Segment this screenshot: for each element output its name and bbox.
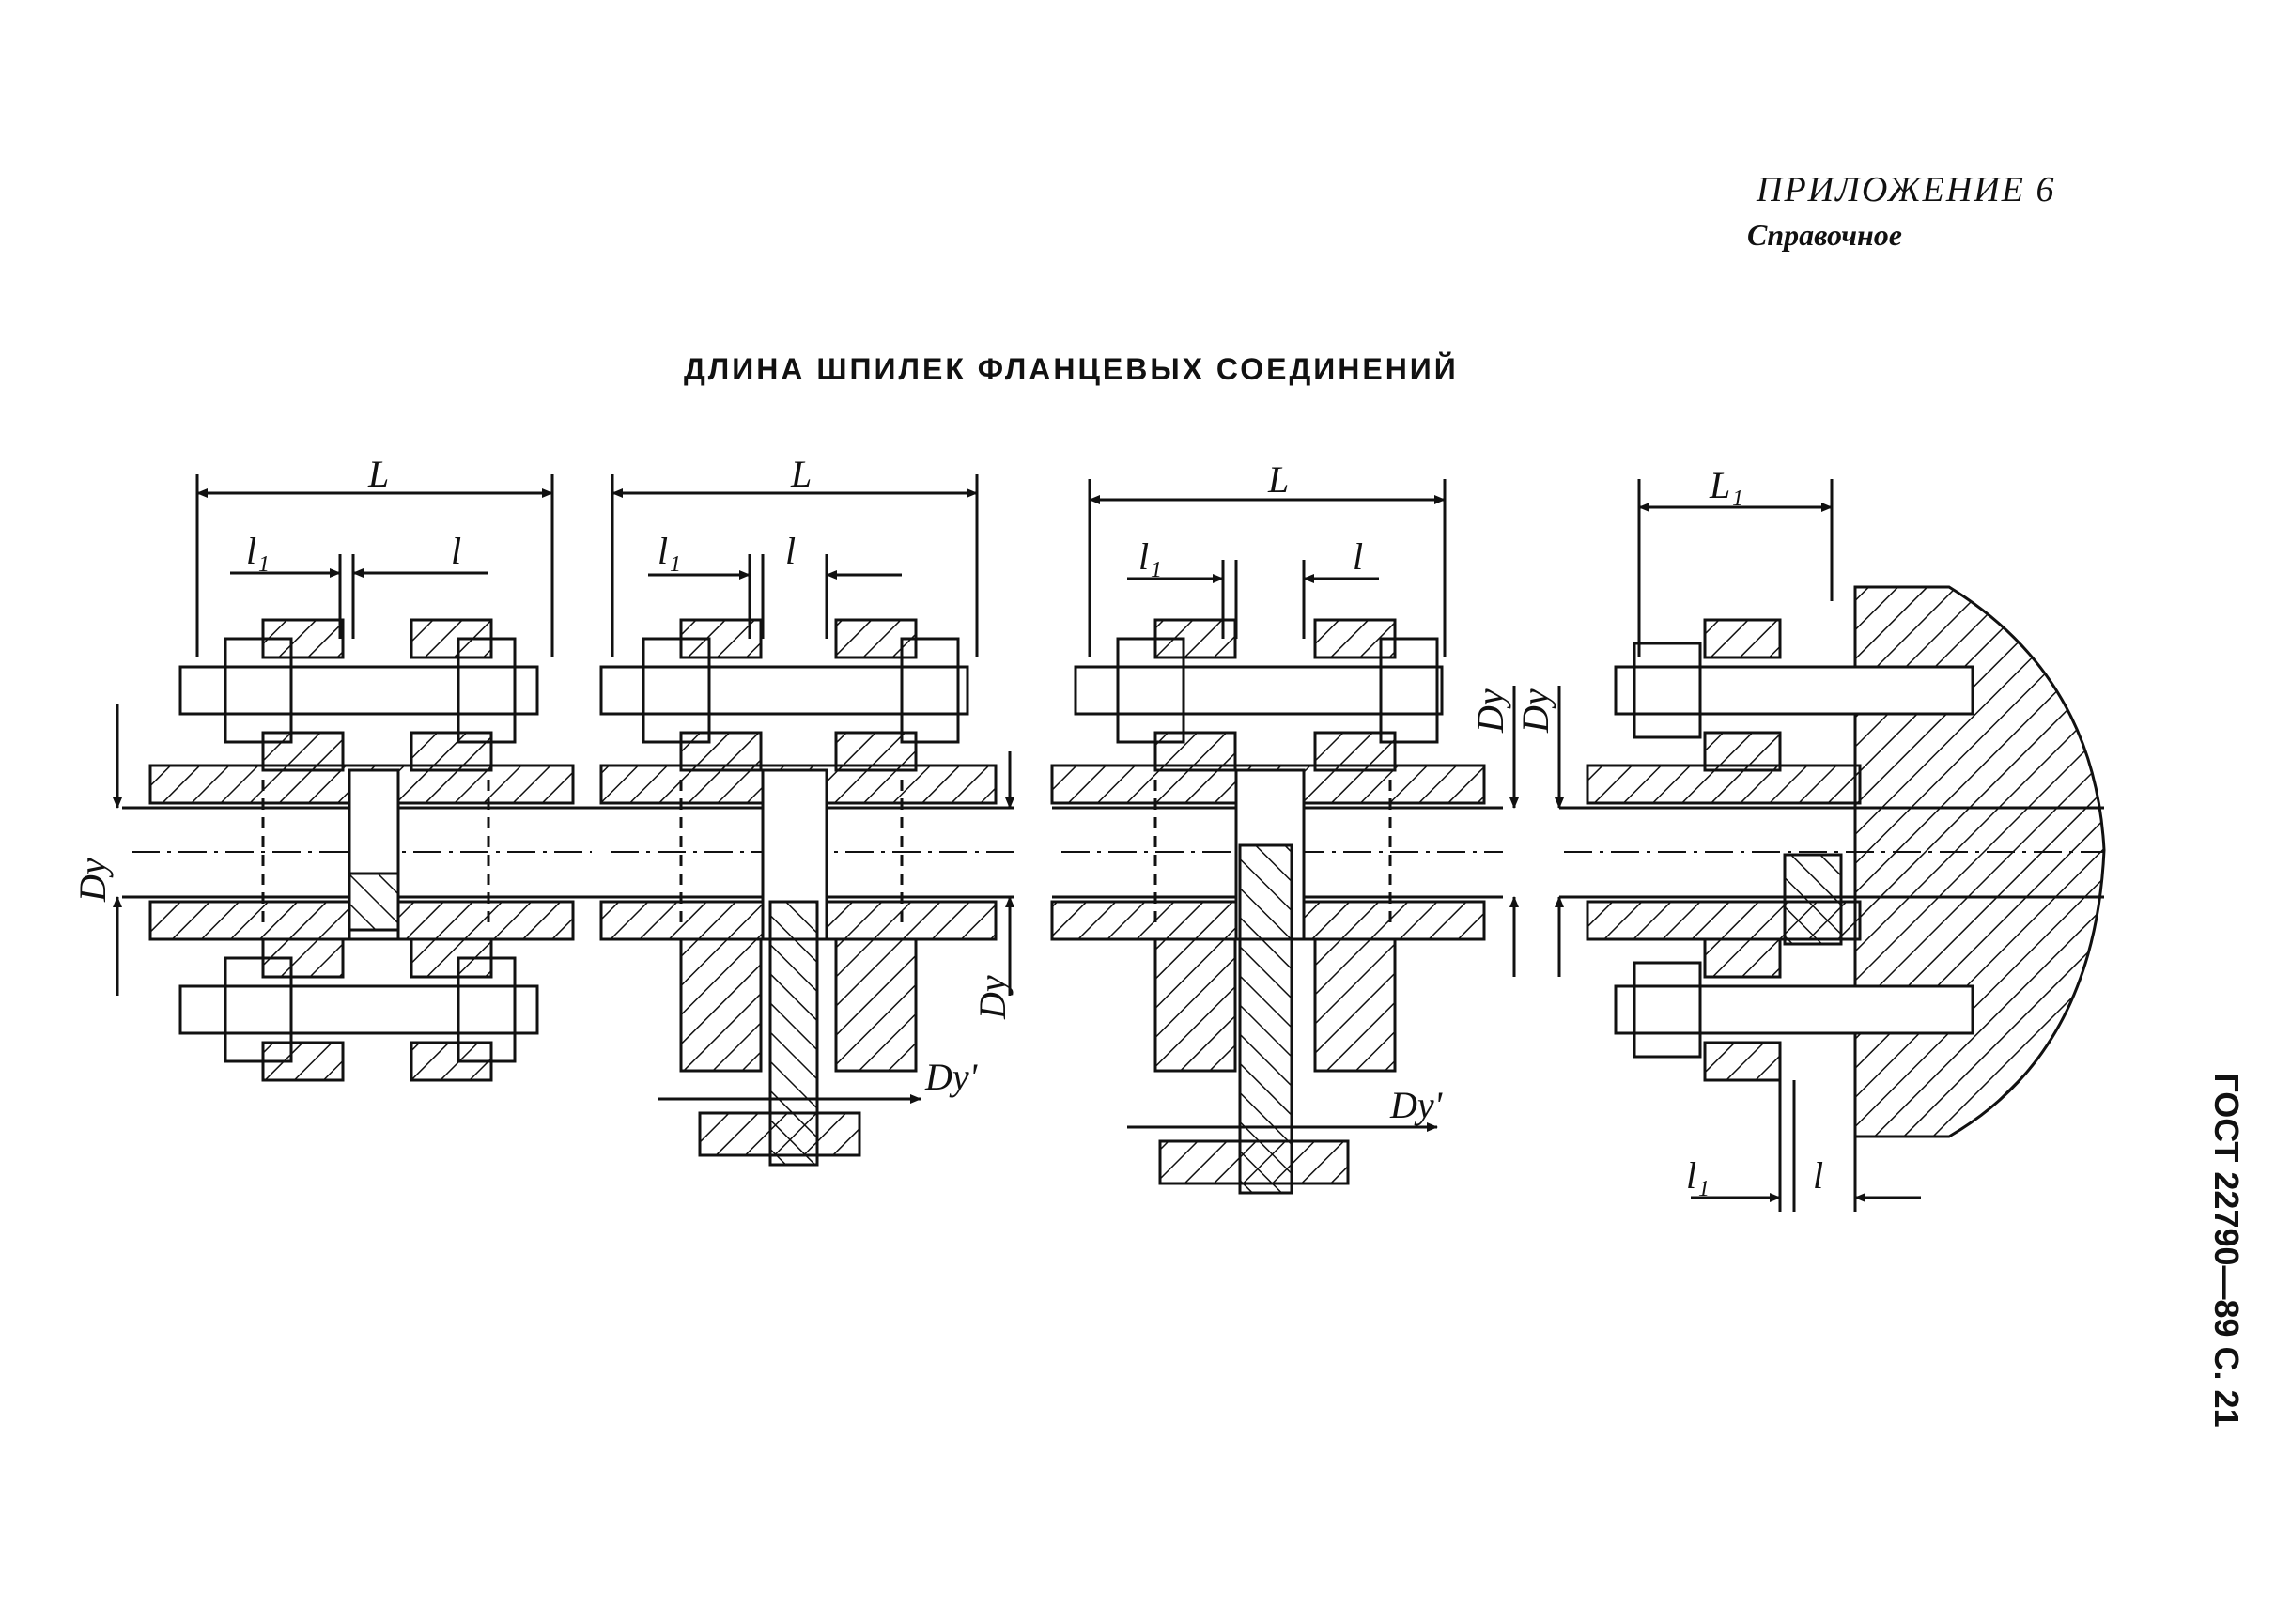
- appendix-header: ПРИЛОЖЕНИЕ 6 Справочное: [1747, 169, 2056, 253]
- view-2-with-plate: [599, 474, 1014, 1167]
- dim-L-view2: L: [790, 453, 812, 495]
- dim-Dy-view1: Dy: [71, 858, 114, 903]
- view-3-with-plate: [1050, 479, 1564, 1195]
- dim-l-view4: l: [1813, 1154, 1823, 1197]
- dim-l-view1: l: [451, 530, 461, 572]
- dim-l1-view2: l₁: [658, 530, 681, 572]
- dim-Dy-view3-a: Dy: [1469, 688, 1511, 734]
- appendix-kind: Справочное: [1747, 218, 1902, 252]
- dim-l-view3: l: [1353, 535, 1363, 578]
- appendix-label: ПРИЛОЖЕНИЕ 6: [1757, 170, 2056, 209]
- dim-Dy-prime-view2: Dy': [924, 1056, 979, 1098]
- dim-l1-view1: l₁: [246, 530, 270, 572]
- dim-Dy-view3-b: Dy: [1514, 688, 1556, 734]
- dim-Dy-prime-view3: Dy': [1389, 1084, 1444, 1126]
- dim-l1-view3: l₁: [1138, 535, 1162, 578]
- dim-l-view2: l: [785, 530, 796, 572]
- view-1-double-flange: [113, 474, 601, 1082]
- dim-L-view3: L: [1267, 458, 1289, 501]
- view-4-stud-in-body: [1559, 479, 2106, 1212]
- dim-L-view1: L: [367, 453, 389, 495]
- dim-Dy-view2: Dy: [971, 975, 1014, 1020]
- dim-L1-view4: L₁: [1709, 464, 1743, 506]
- dim-l1-view4: l₁: [1686, 1154, 1710, 1197]
- page-title: ДЛИНА ШПИЛЕК ФЛАНЦЕВЫХ СОЕДИНЕНИЙ: [684, 352, 1459, 386]
